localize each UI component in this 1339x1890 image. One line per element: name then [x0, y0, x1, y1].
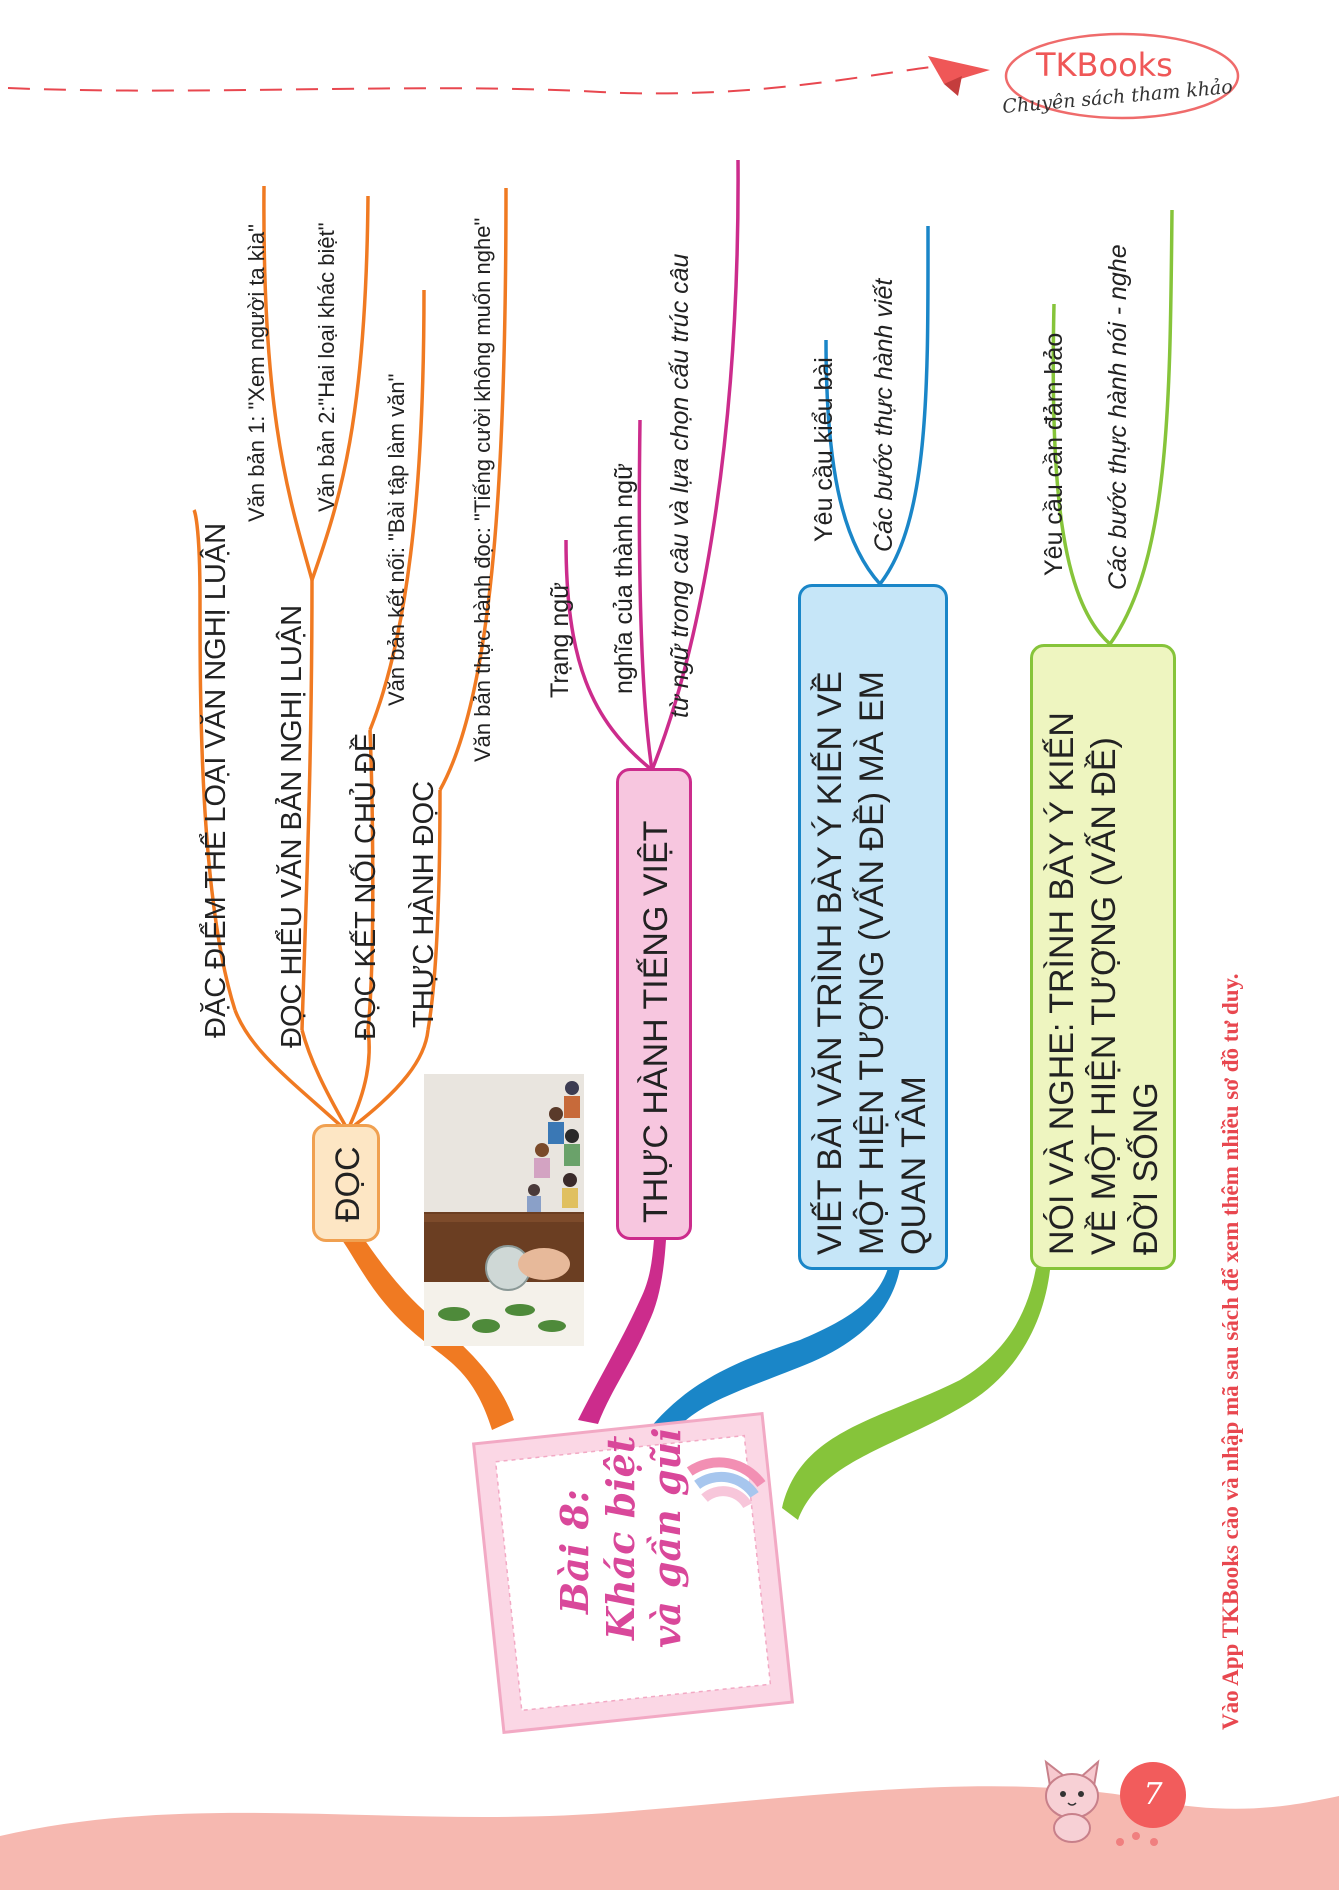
label-vb-ket-noi: Văn bản kết nối: "Bài tập làm văn" [384, 373, 409, 706]
label-vb-thuc-hanh: Văn bản thực hành đọc: "Tiếng cười không… [470, 217, 495, 762]
label-yeu-cau-kieu-bai: Yêu cầu kiểu bài [810, 357, 838, 542]
label-cac-buoc-viet: Các bước thực hành viết [870, 278, 898, 552]
node-tieng-viet-label: THỰC HÀNH TIẾNG VIỆT [637, 820, 675, 1223]
label-vb1: Văn bản 1: "Xem người ta kìa" [244, 224, 269, 522]
branch-doc-dac-diem [233, 1009, 342, 1127]
line-cac-buoc-noi-nghe [1108, 209, 1174, 646]
label-yeu-cau-dam-bao: Yêu cầu cần đảm bảo [1040, 332, 1068, 576]
people-group-icon [527, 1081, 580, 1212]
branch-doc-ket-noi [348, 1029, 371, 1126]
node-noi-nghe-line-2: VỀ MỘT HIỆN TƯỢNG (VẤN ĐỀ) [1085, 737, 1123, 1255]
center-title-1: Bài 8: [552, 1489, 597, 1614]
node-doc[interactable]: ĐỌC [312, 1124, 380, 1242]
node-viet[interactable]: VIẾT BÀI VĂN TRÌNH BÀY Ý KIẾN VỀ MỘT HIỆ… [798, 584, 948, 1270]
label-tu-ngu: từ ngữ trong câu và lựa chọn cấu trúc câ… [666, 253, 694, 718]
label-ket-noi: ĐỌC KẾT NỐI CHỦ ĐỀ [350, 732, 382, 1040]
label-dac-diem: ĐẶC ĐIỂM THỂ LOẠI VĂN NGHỊ LUẬN [200, 522, 232, 1038]
dashed-line [7, 65, 941, 95]
cat-mascot-icon [1044, 1759, 1100, 1843]
label-vb2: Văn bản 2:"Hai loại khác biệt" [314, 222, 339, 512]
line-vb2 [310, 195, 370, 581]
line-vb-ket-noi [368, 289, 426, 731]
node-noi-nghe-line-1: NÓI VÀ NGHE: TRÌNH BÀY Ý KIẾN [1043, 712, 1081, 1255]
illustration-photo [424, 1074, 584, 1346]
brand-logo: TKBooks Chuyên sách tham khảo [1001, 36, 1240, 122]
center-card-bg [471, 1411, 795, 1735]
bottom-wave [0, 1786, 1339, 1890]
branch-doc-thuc-hanh [353, 1029, 430, 1127]
label-trang-ngu: Trạng ngữ [546, 582, 574, 698]
label-cac-buoc-noi-nghe: Các bước thực hành nói - nghe [1104, 244, 1132, 590]
page-number: 7 [1120, 1762, 1186, 1828]
brand-name: TKBooks [1036, 46, 1173, 84]
brand-badge [1004, 32, 1240, 120]
center-title-3: và gần gũi [644, 1427, 689, 1648]
branch-tieng-viet-main [578, 1240, 666, 1424]
line-dac-diem [192, 509, 237, 1011]
label-doc-hieu: ĐỌC HIỂU VĂN BẢN NGHỊ LUẬN [276, 604, 308, 1048]
paw-prints-icon [1116, 1832, 1158, 1846]
rainbow-icon [686, 1457, 766, 1509]
line-cac-buoc-viet [878, 225, 930, 586]
node-doc-label: ĐỌC [329, 1146, 367, 1222]
node-viet-line-3: QUAN TÂM [895, 1076, 933, 1255]
node-noi-nghe[interactable]: NÓI VÀ NGHE: TRÌNH BÀY Ý KIẾN VỀ MỘT HIỆ… [1030, 644, 1176, 1270]
branch-noi-nghe-main [782, 1268, 1050, 1520]
line-vb-thuc-hanh [438, 187, 508, 791]
line-thuc-hanh [426, 789, 442, 1031]
line-yeu-cau-kieu-bai [824, 339, 882, 586]
branch-viet-main [650, 1268, 900, 1434]
label-nghia-thanh-ngu: nghĩa của thành ngữ [610, 463, 638, 694]
line-vb1 [262, 185, 314, 581]
leaf-icon [438, 1304, 566, 1333]
promo-text: Vào App TKBooks cào và nhập mã sau sách … [1218, 973, 1243, 1730]
node-viet-line-2: MỘT HIỆN TƯỢNG (VẤN ĐỀ) MÀ EM [853, 671, 891, 1255]
line-doc-hieu [300, 579, 314, 1031]
header-decoration [7, 32, 1240, 120]
node-viet-line-1: VIẾT BÀI VĂN TRÌNH BÀY Ý KIẾN VỀ [811, 671, 849, 1255]
line-nghia-thanh-ngu [637, 419, 654, 771]
line-yeu-cau-dam-bao [1051, 303, 1112, 646]
node-tieng-viet[interactable]: THỰC HÀNH TIẾNG VIỆT [616, 768, 692, 1240]
paper-plane-icon [928, 56, 990, 96]
branch-doc-doc-hieu [300, 1029, 347, 1126]
line-tu-ngu [650, 159, 740, 771]
node-noi-nghe-line-3: ĐỜI SỐNG [1127, 1082, 1165, 1255]
center-title-2: Khác biệt [598, 1435, 643, 1640]
label-thuc-hanh-doc: THỰC HÀNH ĐỌC [408, 780, 440, 1028]
line-ket-noi [366, 729, 375, 1031]
line-trang-ngu [564, 539, 654, 772]
